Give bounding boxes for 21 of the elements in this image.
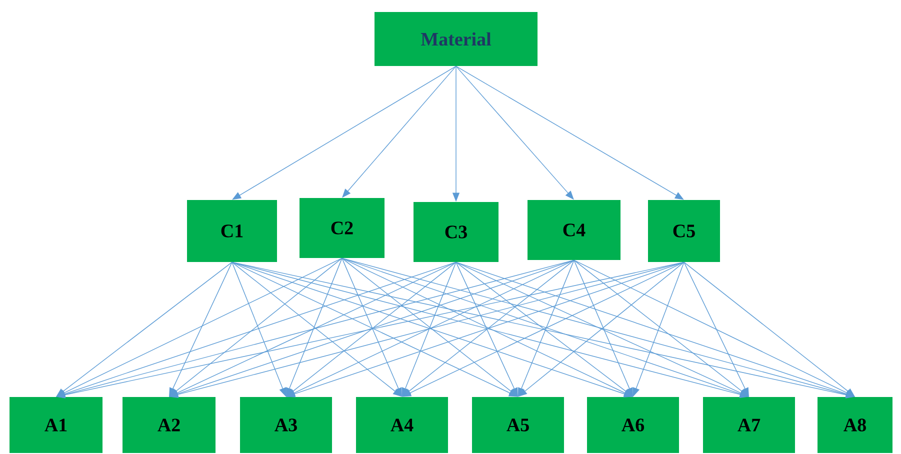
node-box: A1 <box>10 397 102 453</box>
arrow <box>684 262 855 397</box>
node-box: A3 <box>240 397 332 453</box>
arrow <box>574 260 749 397</box>
node-box: A6 <box>587 397 679 453</box>
node-box: A4 <box>356 397 448 453</box>
node-box: A8 <box>818 397 892 453</box>
arrow <box>342 258 518 397</box>
node-box: C1 <box>187 200 277 262</box>
node-box: C5 <box>648 200 720 262</box>
arrow <box>518 262 684 397</box>
arrow <box>456 262 633 397</box>
node-box: C4 <box>528 200 620 260</box>
node-box: A5 <box>472 397 564 453</box>
arrow <box>232 262 402 397</box>
node-box: C3 <box>414 202 498 262</box>
arrow <box>456 66 684 200</box>
node-box: A7 <box>703 397 795 453</box>
node-box: C2 <box>300 198 384 258</box>
root-box: Material <box>374 12 538 66</box>
node-box: A2 <box>122 397 216 453</box>
